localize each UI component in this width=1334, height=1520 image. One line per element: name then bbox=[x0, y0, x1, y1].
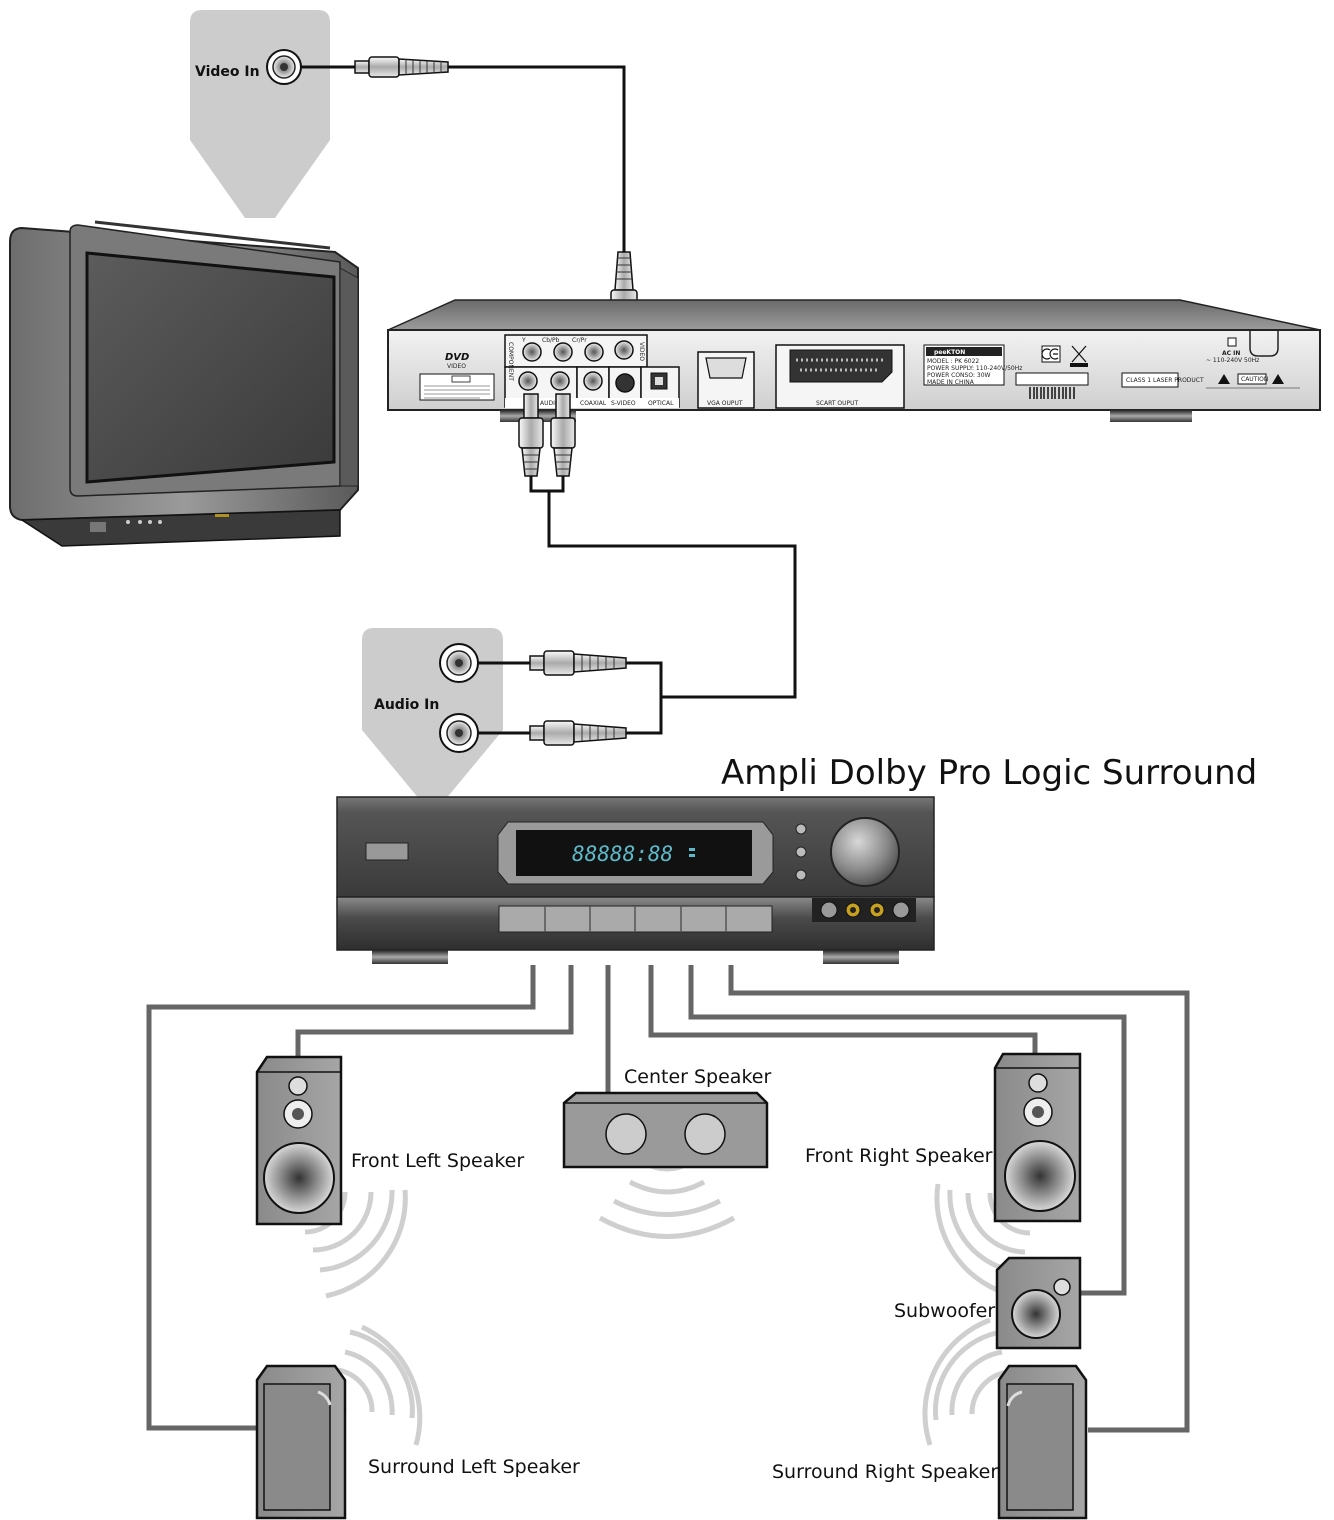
jack-cr-label: Cr/Pr bbox=[572, 337, 587, 344]
audio-in-jack-bottom bbox=[439, 713, 479, 753]
coaxial-label: COAXIAL bbox=[580, 400, 607, 407]
brand-label: peeKTON bbox=[934, 349, 965, 356]
video-jack-label: VIDEO bbox=[638, 342, 645, 361]
power-consumption-label: POWER CONSO: 30W bbox=[927, 372, 991, 379]
laser-label: CLASS 1 LASER PRODUCT bbox=[1121, 372, 1204, 388]
television bbox=[9, 220, 359, 547]
center-speaker bbox=[562, 1091, 769, 1169]
surround-left-label: Surround Left Speaker bbox=[368, 1456, 580, 1478]
vga-output-label: VGA OUPUT bbox=[707, 400, 743, 407]
surround-right-label: Surround Right Speaker bbox=[772, 1461, 998, 1483]
caution-label: CAUTION bbox=[1241, 376, 1268, 383]
amp-display-text: 88888:88 bbox=[572, 842, 673, 866]
surround-left-speaker bbox=[255, 1364, 347, 1520]
video-in-label: Video In bbox=[195, 64, 260, 80]
ac-in-label: AC IN bbox=[1222, 350, 1240, 357]
jack-y-label: Y bbox=[521, 337, 526, 344]
dvd-logo-sub: VIDEO bbox=[447, 363, 466, 370]
audio-cable bbox=[478, 650, 663, 746]
amplifier: 88888:88 bbox=[336, 796, 935, 964]
scart-output: SCART OUPUT bbox=[775, 344, 905, 409]
vga-output: VGA OUPUT bbox=[697, 351, 755, 409]
dvd-audio-plugs bbox=[518, 393, 797, 699]
center-speaker-label: Center Speaker bbox=[624, 1066, 771, 1088]
video-in-callout: Video In bbox=[190, 10, 330, 218]
surround-right-speaker bbox=[997, 1364, 1088, 1520]
model-label: MODEL : PK 6022 bbox=[927, 358, 979, 365]
audio-in-label: Audio In bbox=[374, 697, 439, 713]
jack-cb-label: Cb/Pb bbox=[542, 337, 560, 344]
front-right-label: Front Right Speaker bbox=[805, 1145, 993, 1167]
audio-in-jack-top bbox=[439, 643, 479, 683]
dvd-jack-panel: COMPONENT Y Cb/Pb Cr/Pr VIDEO AUDIO COAX… bbox=[504, 334, 680, 408]
made-in-label: MADE IN CHINA bbox=[927, 379, 975, 386]
ac-in: AC IN ~ 110-240V 50Hz CAUTION bbox=[1206, 337, 1300, 389]
front-right-speaker bbox=[993, 1052, 1082, 1223]
subwoofer bbox=[995, 1256, 1082, 1350]
class1-label: CLASS 1 LASER PRODUCT bbox=[1126, 377, 1204, 384]
audio-in-callout: Audio In bbox=[362, 628, 503, 800]
video-in-jack bbox=[266, 49, 302, 85]
audio-jack-label: AUDIO bbox=[540, 400, 560, 407]
dvd-info-plate: peeKTON MODEL : PK 6022 POWER SUPPLY: 11… bbox=[923, 344, 1022, 386]
barcode bbox=[1015, 372, 1089, 399]
front-left-speaker bbox=[255, 1055, 343, 1226]
speaker-wires bbox=[146, 965, 1190, 1433]
amp-title: Ampli Dolby Pro Logic Surround bbox=[721, 753, 1257, 793]
scart-output-label: SCART OUPUT bbox=[816, 400, 859, 407]
dvd-logo: DVD bbox=[445, 352, 469, 363]
dvd-player: DVD VIDEO COMPONENT Y Cb/Pb Cr/Pr VIDEO bbox=[387, 299, 1321, 422]
tv-screen bbox=[85, 251, 336, 484]
s-video-label: S-VIDEO bbox=[611, 400, 636, 407]
component-label: COMPONENT bbox=[507, 342, 514, 381]
subwoofer-label: Subwoofer bbox=[894, 1300, 995, 1322]
front-left-label: Front Left Speaker bbox=[351, 1150, 524, 1172]
ac-voltage-label: ~ 110-240V 50Hz bbox=[1206, 357, 1259, 364]
optical-label: OPTICAL bbox=[648, 400, 674, 407]
amp-display bbox=[516, 830, 752, 876]
power-supply-label: POWER SUPPLY: 110-240V/50Hz bbox=[927, 365, 1022, 372]
volume-knob bbox=[830, 817, 900, 887]
ce-mark bbox=[1041, 345, 1088, 367]
